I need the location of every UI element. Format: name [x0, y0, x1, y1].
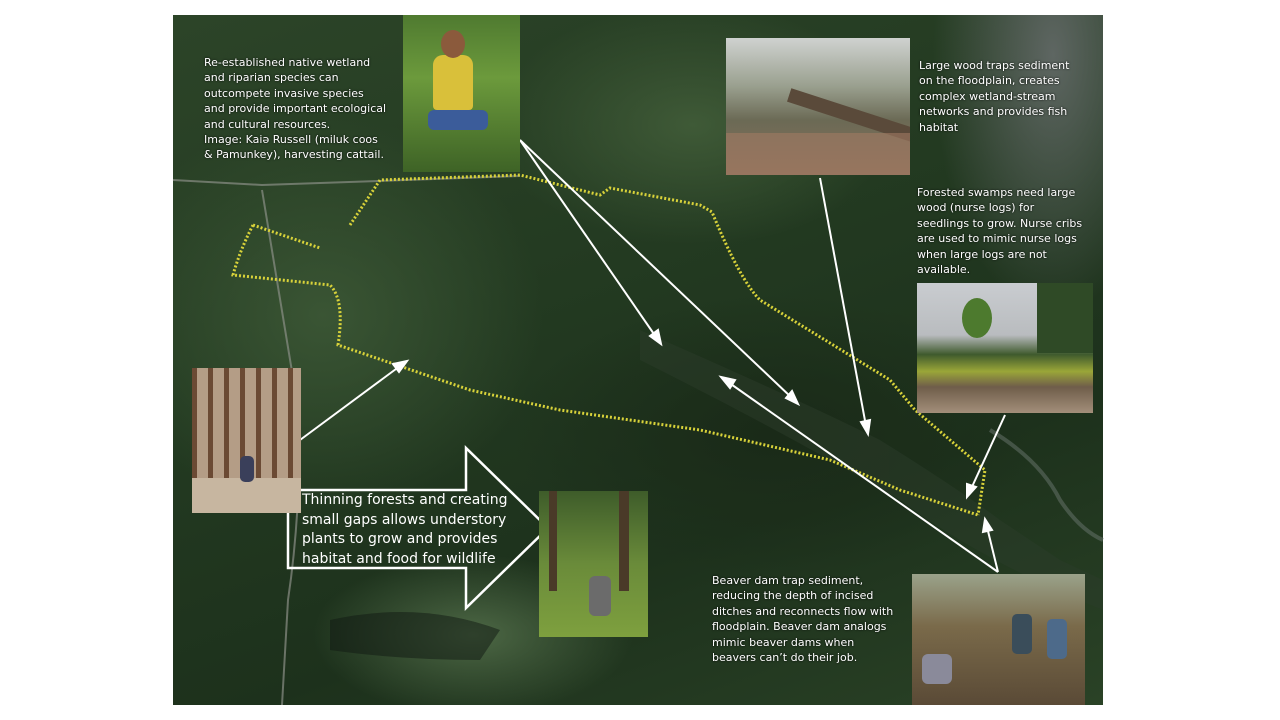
annotation-wetland-species: Re-established native wetland and ripari…	[204, 56, 387, 162]
annotation-beaver-dam: Beaver dam trap sediment, reducing the d…	[712, 574, 894, 665]
pointer-arrows	[299, 139, 1006, 573]
photo-large-wood	[726, 38, 910, 175]
project-boundary-trail	[231, 173, 987, 517]
photo-thinned-forest	[192, 368, 301, 513]
annotation-large-wood: Large wood traps sediment on the floodpl…	[919, 59, 1070, 134]
photo-beaver-dam-analog	[912, 574, 1085, 705]
annotation-thinning-forests: Thinning forests and creating small gaps…	[302, 492, 508, 567]
annotation-forested-swamps: Forested swamps need large wood (nurse l…	[917, 186, 1083, 277]
photo-harvesting-cattail	[403, 15, 520, 172]
valley-floor	[330, 330, 1104, 660]
photo-nurse-log	[917, 283, 1093, 413]
photo-understory-person	[539, 491, 648, 637]
big-outline-arrow	[286, 445, 550, 611]
